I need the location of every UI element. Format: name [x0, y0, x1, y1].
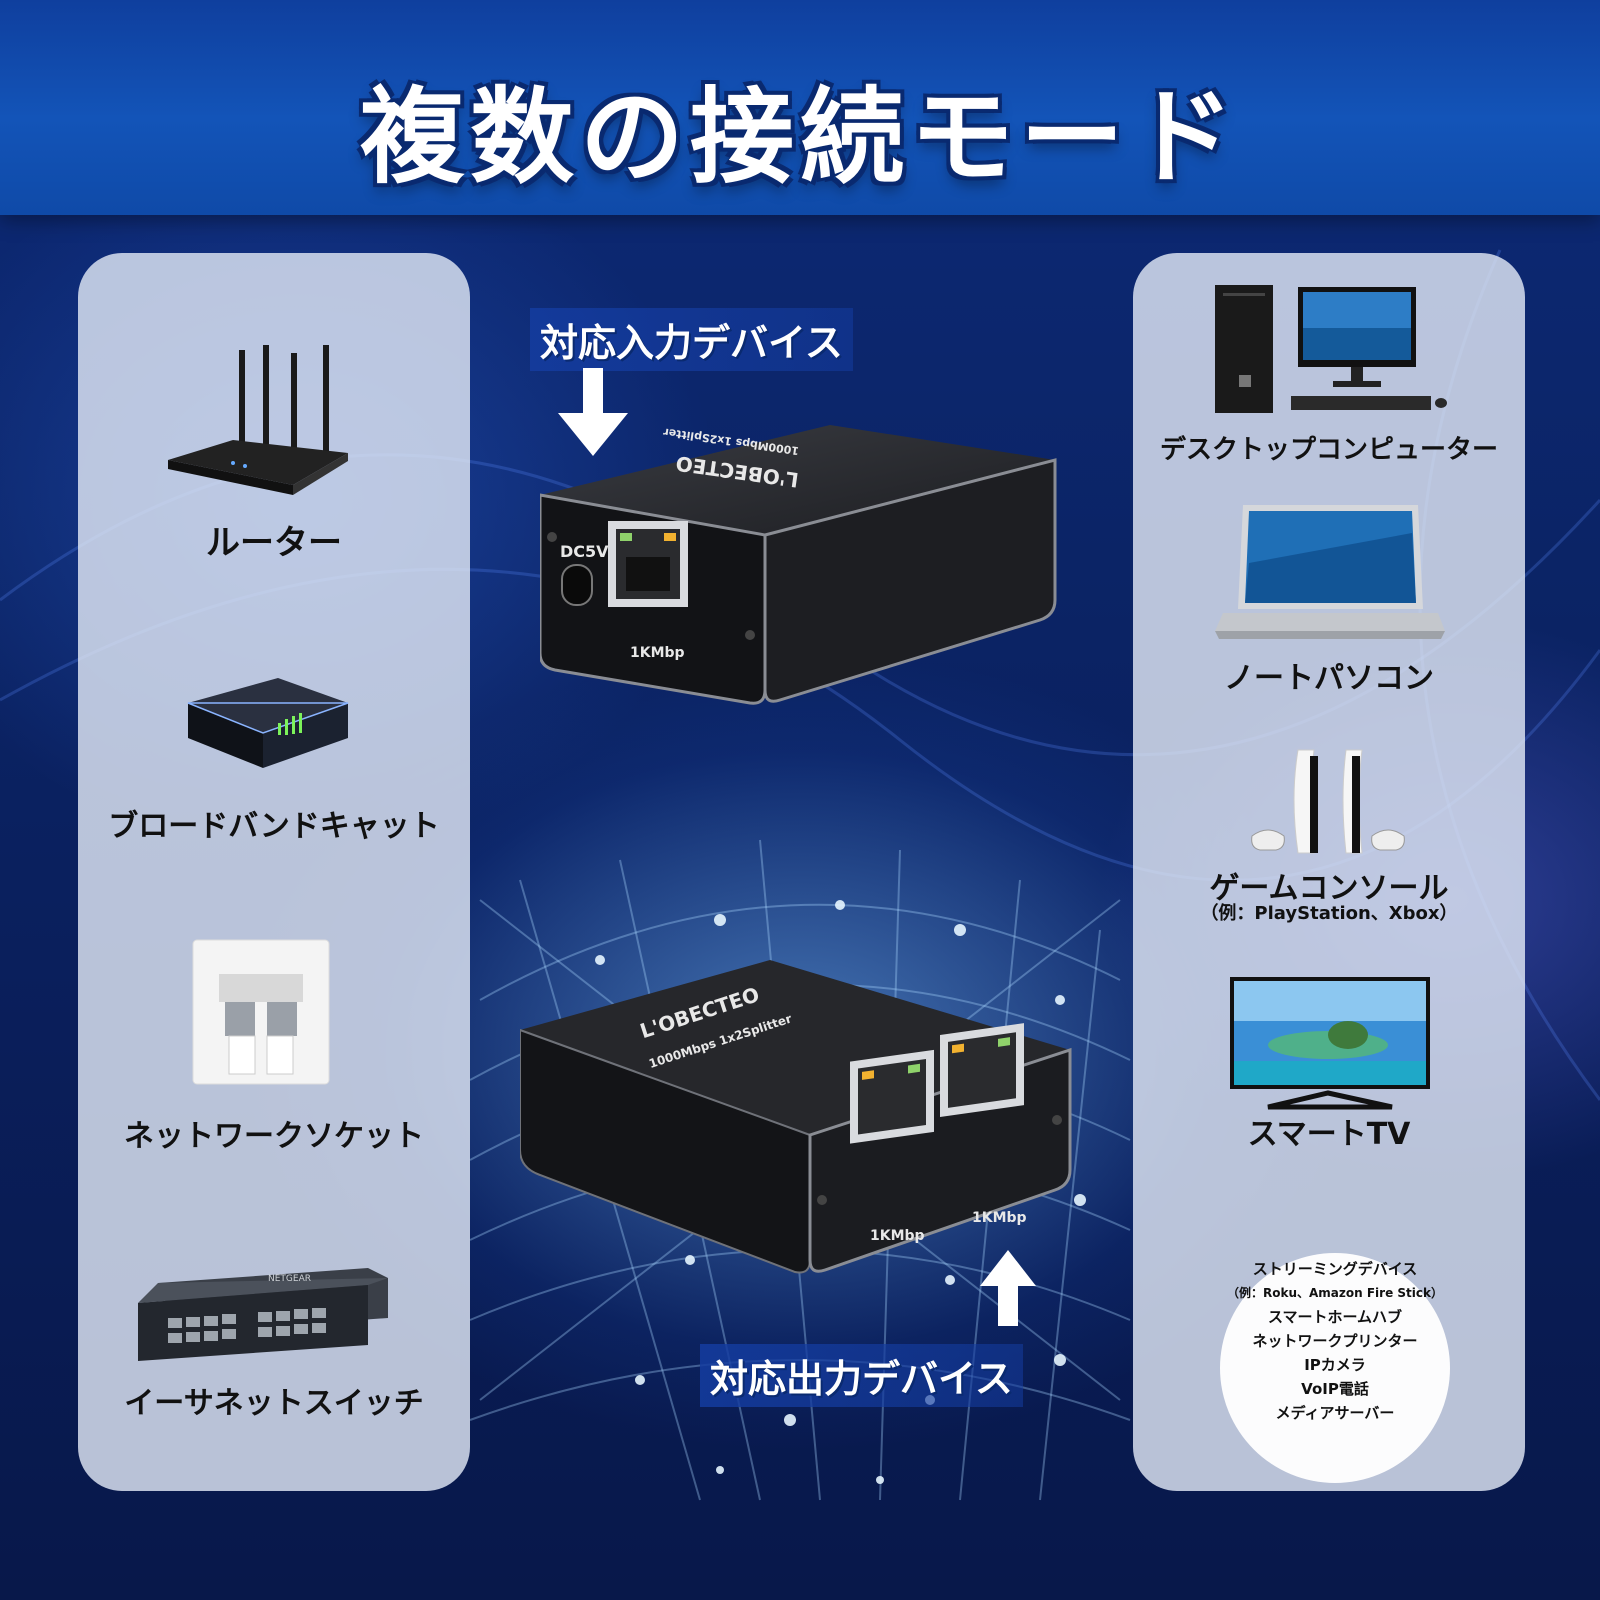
device-label-smart-tv: スマートTV — [1247, 1117, 1411, 1152]
output-port2-label: 1KMbp — [972, 1210, 1027, 1226]
other-devices-circle — [1220, 1253, 1450, 1483]
other-device-voip: VoIP電話 — [1301, 1380, 1369, 1398]
modem-icon — [187, 678, 349, 768]
laptop-icon — [1215, 505, 1445, 639]
page-title: 複数の接続モード — [359, 76, 1240, 198]
down-arrow-icon — [558, 368, 628, 456]
device-label-modem: ブロードバンドキャット — [108, 809, 440, 844]
device-label-game-console: ゲームコンソール — [1209, 871, 1449, 906]
device-label-desktop: デスクトップコンピューター — [1159, 435, 1498, 465]
splitter-input-side: DC5V 1KMbp L'OBECTEO 1000Mbps 1x2Splitte… — [540, 425, 1057, 705]
smart-tv-icon — [1230, 977, 1430, 1110]
other-device-smart-hub: スマートホームハブ — [1267, 1308, 1403, 1326]
power-port-label: DC5V — [560, 542, 609, 561]
other-device-media-server: メディアサーバー — [1275, 1404, 1395, 1422]
router-icon — [168, 345, 348, 495]
other-devices-list: ストリーミングデバイス （例：Roku、Amazon Fire Stick） ス… — [1200, 1257, 1470, 1425]
device-label-ethernet-switch: イーサネットスイッチ — [124, 1386, 424, 1421]
game-console-icon — [1251, 749, 1405, 854]
up-arrow-icon — [980, 1250, 1036, 1326]
device-label-laptop: ノートパソコン — [1224, 661, 1434, 696]
switch-brand-label: NETGEAR — [268, 1274, 311, 1284]
other-device-printer: ネットワークプリンター — [1252, 1332, 1418, 1350]
splitter-output-side: 1KMbp 1KMbp L'OBECTEO 1000Mbps 1x2Splitt… — [520, 960, 1072, 1274]
desktop-computer-icon — [1215, 285, 1447, 413]
header-banner — [0, 0, 1600, 215]
input-devices-panel: ルーター ブロードバンドキャット ネットワークソケット — [78, 253, 470, 1491]
switch-icon: NETGEAR — [138, 1268, 388, 1361]
device-label-router: ルーター — [206, 523, 342, 563]
output-port1-label: 1KMbp — [870, 1228, 925, 1244]
output-devices-callout: 対応出力デバイス — [700, 1344, 1023, 1407]
device-sublabel-game-console: （例：PlayStation、Xbox） — [1200, 903, 1458, 924]
device-label-network-socket: ネットワークソケット — [124, 1119, 424, 1154]
other-device-streaming: ストリーミングデバイス — [1252, 1260, 1418, 1278]
input-port-label: 1KMbp — [630, 645, 685, 661]
input-devices-callout: 対応入力デバイス — [530, 308, 853, 371]
other-device-ip-camera: IPカメラ — [1304, 1356, 1366, 1374]
wall-socket-icon — [192, 939, 330, 1085]
other-device-streaming-examples: （例：Roku、Amazon Fire Stick） — [1227, 1286, 1443, 1300]
